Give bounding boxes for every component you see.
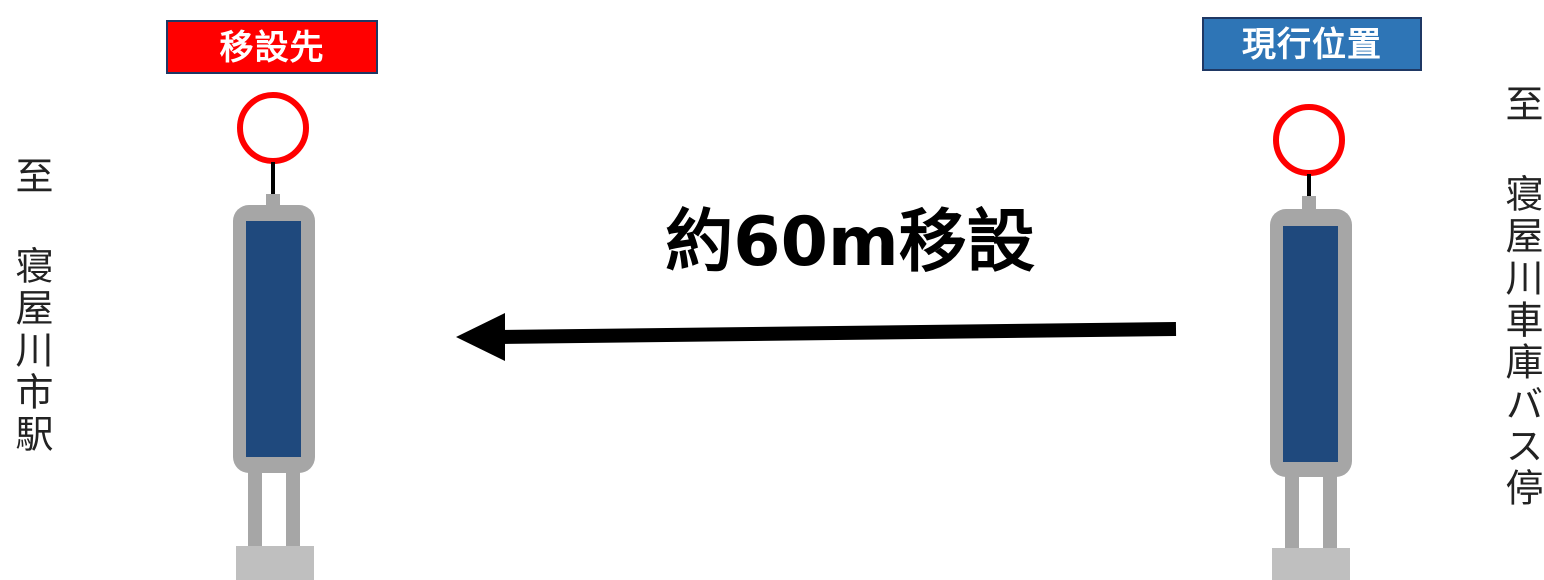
new-location-badge: 移設先 <box>166 20 378 74</box>
arrow-left-icon <box>456 313 1177 361</box>
bus-stop-pole-icon <box>1270 104 1352 580</box>
left-direction-label: 至寝屋川市駅 <box>4 156 59 456</box>
left-direction-prefix: 至 <box>9 156 53 198</box>
right-direction-name: 寝屋川車庫バス停 <box>1499 174 1543 510</box>
bus-stop-pole-icon <box>233 92 315 580</box>
left-direction-name: 寝屋川市駅 <box>9 246 53 456</box>
current-location-badge: 現行位置 <box>1202 17 1422 71</box>
right-direction-label: 至寝屋川車庫バス停 <box>1494 84 1544 510</box>
distance-label: 約60m移設 <box>665 203 1035 282</box>
right-direction-prefix: 至 <box>1499 84 1543 126</box>
